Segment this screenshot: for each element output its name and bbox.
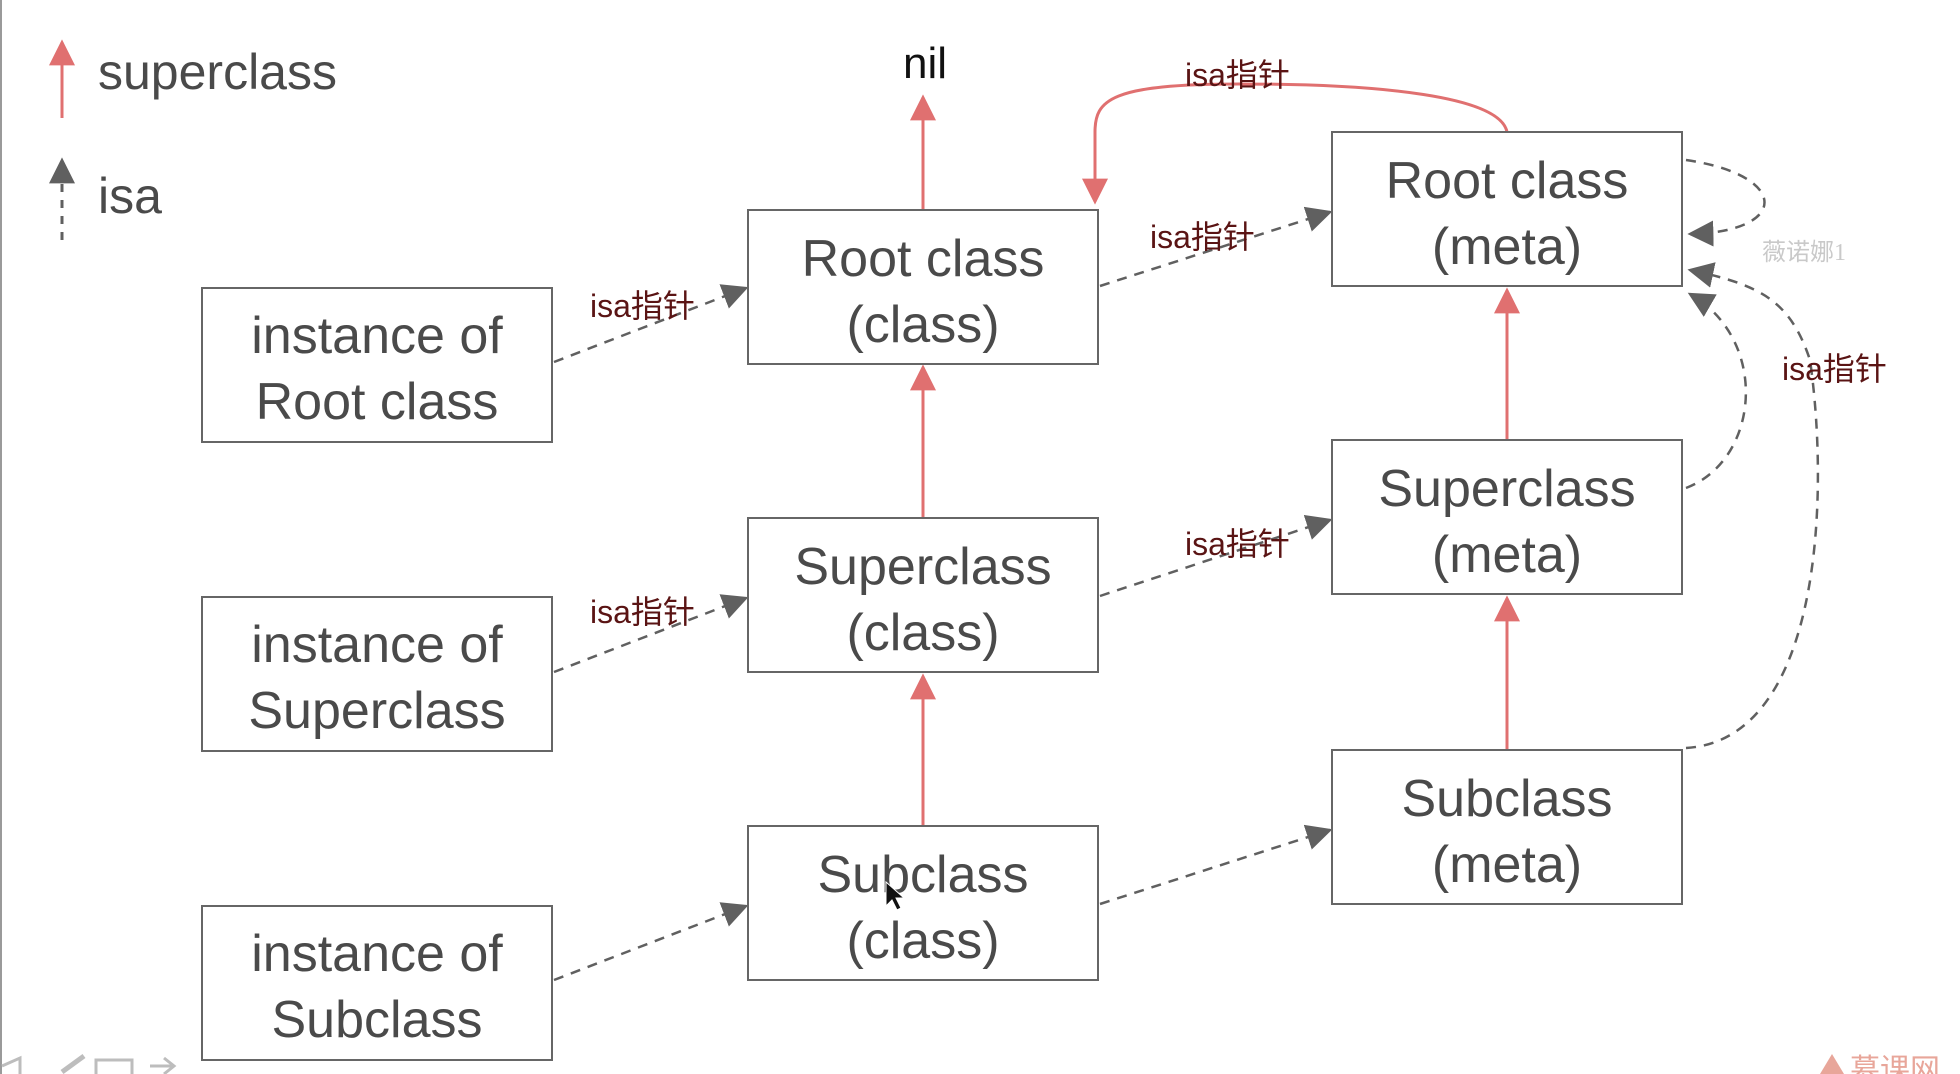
legend-superclass-label: superclass <box>98 44 337 100</box>
node-root-meta-line2: (meta) <box>1432 218 1582 276</box>
edge-root-meta-self-loop <box>1685 158 1766 247</box>
node-instance-sub: instance of Subclass <box>201 905 553 1061</box>
node-root-meta-line1: Root class <box>1386 152 1629 210</box>
edge-instance-super-to-super-class <box>553 594 749 674</box>
node-super-meta-line1: Superclass <box>1378 460 1635 518</box>
edge-sub-meta-to-root-meta-isa <box>1685 262 1820 750</box>
bottom-toolbar: 慕课网 <box>1 1053 1940 1074</box>
edge-label-sub-meta-isa: isa指针 <box>1782 351 1887 387</box>
node-instance-root-line2: Root class <box>256 373 499 431</box>
legend: superclass isa <box>49 39 337 240</box>
node-sub-meta-line2: (meta) <box>1432 836 1582 894</box>
edge-sub-class-to-sub-meta <box>1099 824 1333 906</box>
edges <box>553 82 1820 982</box>
node-super-class-line1: Superclass <box>794 538 1051 596</box>
node-super-meta: Superclass (meta) <box>1331 439 1683 595</box>
legend-isa: isa <box>49 157 162 240</box>
edge-root-class-to-root-meta <box>1099 206 1333 288</box>
edge-super-class-to-super-meta <box>1099 514 1333 598</box>
node-root-class-line2: (class) <box>846 296 999 354</box>
node-instance-super-line2: Superclass <box>248 682 505 740</box>
edge-label-instance-super: isa指针 <box>590 594 695 630</box>
mouse-cursor-icon <box>885 880 906 911</box>
pen-icon[interactable] <box>60 1053 86 1074</box>
nodes: instance of Root class instance of Super… <box>201 131 1683 1061</box>
node-root-meta: Root class (meta) <box>1331 131 1683 287</box>
edge-label-instance-root: isa指针 <box>590 288 695 324</box>
edge-super-meta-to-root-meta-isa <box>1685 292 1747 490</box>
node-sub-class-line2: (class) <box>846 912 999 970</box>
node-root-class: Root class (class) <box>747 209 1099 365</box>
nil-label: nil <box>903 39 947 88</box>
node-instance-sub-line2: Subclass <box>272 991 483 1049</box>
node-sub-meta: Subclass (meta) <box>1331 749 1683 905</box>
node-instance-super: instance of Superclass <box>201 596 553 752</box>
edge-label-root-class-isa: isa指针 <box>1150 219 1255 255</box>
node-instance-sub-line1: instance of <box>251 925 503 983</box>
edge-root-meta-to-root-class <box>1082 82 1509 205</box>
node-super-class: Superclass (class) <box>747 517 1099 673</box>
edge-instance-sub-to-sub-class <box>553 902 749 982</box>
node-root-class-line1: Root class <box>802 230 1045 288</box>
footer-brand: 慕课网 <box>1850 1054 1940 1074</box>
legend-superclass: superclass <box>49 39 337 118</box>
brand-flame-icon <box>1820 1054 1844 1074</box>
node-sub-class: Subclass (class) <box>747 825 1099 981</box>
node-super-class-line2: (class) <box>846 604 999 662</box>
edge-label-root-meta-superclass: isa指针 <box>1185 57 1290 93</box>
edge-label-super-class-isa: isa指针 <box>1185 526 1290 562</box>
slides-icon[interactable] <box>94 1058 134 1074</box>
node-instance-super-line1: instance of <box>251 616 503 674</box>
edge-instance-root-to-root-class <box>553 284 749 364</box>
prev-arrow-icon[interactable] <box>1 1055 22 1074</box>
node-sub-class-line1: Subclass <box>818 846 1029 904</box>
node-sub-meta-line1: Subclass <box>1402 770 1613 828</box>
edge-labels: isa指针 isa指针 isa指针 isa指针 isa指针 isa指针 <box>590 57 1887 630</box>
watermark-text: 薇诺娜1 <box>1762 239 1846 266</box>
node-super-meta-line2: (meta) <box>1432 526 1582 584</box>
node-instance-root-line1: instance of <box>251 307 503 365</box>
next-arrow-icon[interactable] <box>150 1056 177 1074</box>
legend-isa-label: isa <box>98 168 162 224</box>
node-instance-root: instance of Root class <box>201 287 553 443</box>
